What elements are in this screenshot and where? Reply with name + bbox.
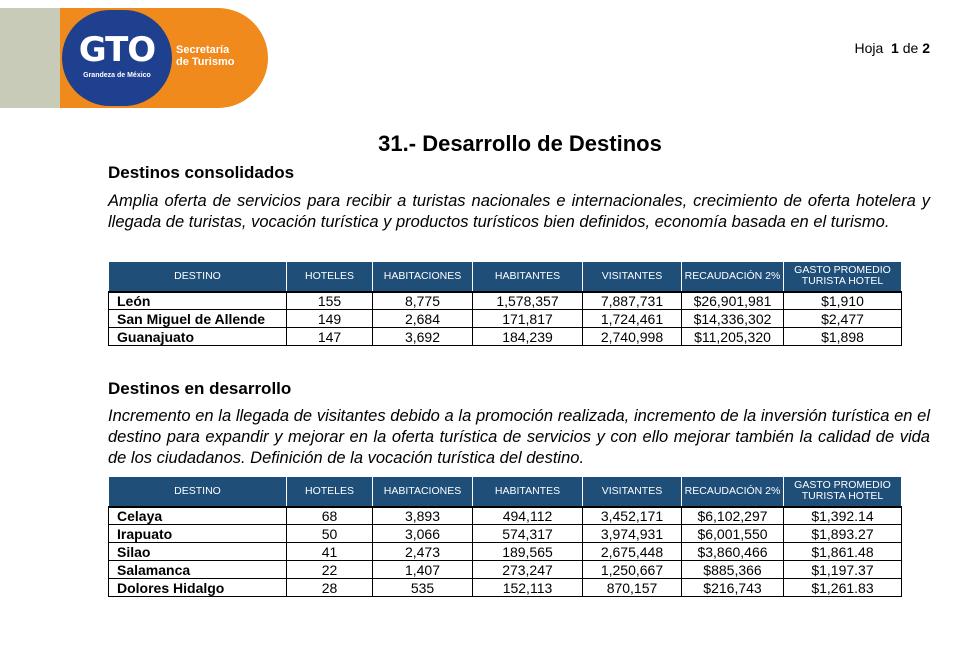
column-header: GASTO PROMEDIO TURISTA HOTEL xyxy=(783,261,902,292)
value-cell: 7,887,731 xyxy=(582,290,682,310)
secretaria-line-1: Secretaría xyxy=(176,44,230,56)
value-cell: 2,675,448 xyxy=(582,542,682,561)
value-cell: 41 xyxy=(286,542,373,561)
value-cell: $1,898 xyxy=(783,327,902,346)
value-cell: $11,205,320 xyxy=(681,327,784,346)
value-cell: $1,197.37 xyxy=(783,560,902,579)
value-cell: $1,861.48 xyxy=(783,542,902,561)
column-header: DESTINO xyxy=(108,476,287,507)
value-cell: 1,407 xyxy=(372,560,473,579)
column-header: VISITANTES xyxy=(582,476,682,507)
destination-cell: Guanajuato xyxy=(108,327,287,346)
value-cell: 3,974,931 xyxy=(582,524,682,543)
secretaria-line-2: de Turismo xyxy=(176,56,235,68)
page-title: 31.- Desarrollo de Destinos xyxy=(378,131,662,156)
value-cell: 3,452,171 xyxy=(582,505,682,525)
column-header: RECAUDACIÓN 2% xyxy=(681,476,784,507)
column-header: HOTELES xyxy=(286,476,373,507)
column-header: DESTINO xyxy=(108,261,287,292)
value-cell: 273,247 xyxy=(472,560,583,579)
value-cell: $2,477 xyxy=(783,309,902,328)
destination-cell: León xyxy=(108,290,287,310)
value-cell: $885,366 xyxy=(681,560,784,579)
value-cell: 3,066 xyxy=(372,524,473,543)
value-cell: 870,157 xyxy=(582,578,682,597)
value-cell: 2,740,998 xyxy=(582,327,682,346)
section-heading-consolidated: Destinos consolidados xyxy=(108,163,295,182)
value-cell: 171,817 xyxy=(472,309,583,328)
page-total: 2 xyxy=(922,40,930,56)
page-word: Hoja xyxy=(854,40,884,56)
value-cell: 50 xyxy=(286,524,373,543)
destination-cell: Dolores Hidalgo xyxy=(108,578,287,597)
column-header: HABITACIONES xyxy=(372,476,473,507)
value-cell: 155 xyxy=(286,290,373,310)
value-cell: $6,001,550 xyxy=(681,524,784,543)
column-header: HABITACIONES xyxy=(372,261,473,292)
destination-cell: Irapuato xyxy=(108,524,287,543)
column-header: RECAUDACIÓN 2% xyxy=(681,261,784,292)
value-cell: 494,112 xyxy=(472,505,583,525)
value-cell: 574,317 xyxy=(472,524,583,543)
section-paragraph-consolidated: Amplia oferta de servicios para recibir … xyxy=(108,192,930,231)
value-cell: 28 xyxy=(286,578,373,597)
value-cell: $1,910 xyxy=(783,290,902,310)
value-cell: $1,261.83 xyxy=(783,578,902,597)
value-cell: 1,724,461 xyxy=(582,309,682,328)
column-header: HABITANTES xyxy=(472,261,583,292)
value-cell: 535 xyxy=(372,578,473,597)
value-cell: 2,473 xyxy=(372,542,473,561)
logo-subtitle: Grandeza de México xyxy=(83,72,151,79)
destination-cell: Celaya xyxy=(108,505,287,525)
value-cell: 1,250,667 xyxy=(582,560,682,579)
value-cell: $1,893.27 xyxy=(783,524,902,543)
destination-cell: Salamanca xyxy=(108,560,287,579)
section-heading-developing: Destinos en desarrollo xyxy=(108,379,292,398)
value-cell: 147 xyxy=(286,327,373,346)
header-band: GTO Grandeza de México Secretaría de Tur… xyxy=(0,0,300,108)
column-header: HABITANTES xyxy=(472,476,583,507)
value-cell: 152,113 xyxy=(472,578,583,597)
value-cell: 3,692 xyxy=(372,327,473,346)
value-cell: 1,578,357 xyxy=(472,290,583,310)
value-cell: 184,239 xyxy=(472,327,583,346)
value-cell: 68 xyxy=(286,505,373,525)
value-cell: 3,893 xyxy=(372,505,473,525)
logo-text: GTO xyxy=(78,30,156,70)
gto-logo-icon xyxy=(62,10,172,106)
page-current: 1 xyxy=(891,40,899,56)
destination-cell: Silao xyxy=(108,542,287,561)
value-cell: $26,901,981 xyxy=(681,290,784,310)
value-cell: $14,336,302 xyxy=(681,309,784,328)
destination-cell: San Miguel de Allende xyxy=(108,309,287,328)
value-cell: 189,565 xyxy=(472,542,583,561)
value-cell: $1,392.14 xyxy=(783,505,902,525)
page-of: de xyxy=(902,40,919,56)
page-counter: Hoja 1 de 2 xyxy=(854,40,930,56)
value-cell: 149 xyxy=(286,309,373,328)
value-cell: 22 xyxy=(286,560,373,579)
value-cell: $6,102,297 xyxy=(681,505,784,525)
column-header: GASTO PROMEDIO TURISTA HOTEL xyxy=(783,476,902,507)
value-cell: 2,684 xyxy=(372,309,473,328)
value-cell: $216,743 xyxy=(681,578,784,597)
value-cell: $3,860,466 xyxy=(681,542,784,561)
column-header: VISITANTES xyxy=(582,261,682,292)
section-paragraph-developing: Incremento en la llegada de visitantes d… xyxy=(108,407,930,467)
column-header: HOTELES xyxy=(286,261,373,292)
value-cell: 8,775 xyxy=(372,290,473,310)
